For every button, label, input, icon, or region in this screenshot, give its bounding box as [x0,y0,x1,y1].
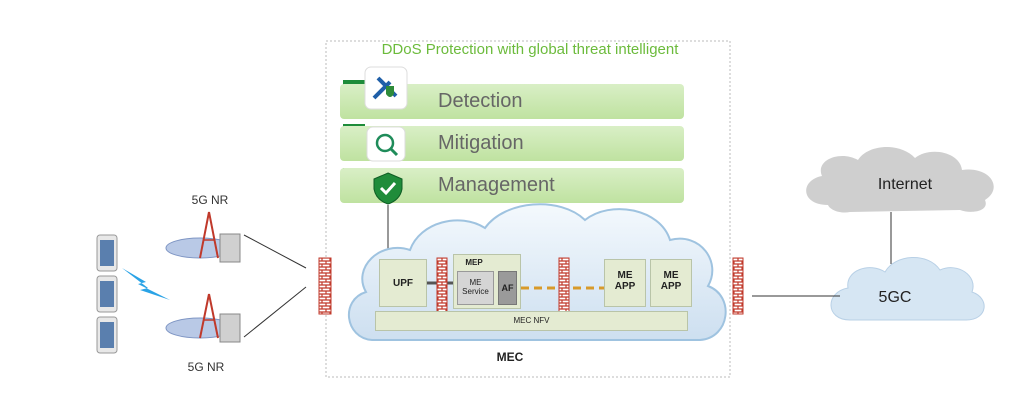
tools-shield-icon [364,66,408,110]
nr-label-bottom: 5G NR [187,360,225,374]
af-box: AF [498,271,517,305]
core-cloud [830,257,985,321]
firewall-left-icon [318,257,332,315]
mec-nfv-bar: MEC NFV [375,311,688,331]
diagram-title: DDoS Protection with global threat intel… [381,41,679,58]
mep-box: MEP ME Service AF [453,254,521,309]
nr-link-top [243,234,307,269]
nr-link-bottom [243,286,307,338]
base-station-bottom-icon [165,293,241,343]
wireless-signal-icon [122,268,170,300]
base-station-top-icon [165,211,241,263]
phone-icon [96,316,118,354]
magnifier-icon [366,126,406,162]
internet-cloud [806,146,994,213]
nr-label-top: 5G NR [191,193,229,207]
phone-icon [96,275,118,313]
layer-label: Detection [438,90,523,112]
layer-label: Management [438,174,555,196]
mec-label: MEC [496,350,524,364]
me-app-box: ME APP [604,259,646,307]
me-app-box: ME APP [650,259,692,307]
shield-check-icon [373,172,403,205]
mep-label: MEP [465,258,483,267]
firewall-right-icon [732,257,744,315]
core-label: 5GC [878,289,912,306]
upf-box: UPF [379,259,427,307]
me-service-box: ME Service [457,271,494,305]
internet-label: Internet [877,176,933,193]
mec-frame [325,40,731,378]
layer-label: Mitigation [438,132,524,154]
phone-icon [96,234,118,272]
firewall-mid-icon [558,257,570,315]
firewall-upf-icon [436,257,448,315]
